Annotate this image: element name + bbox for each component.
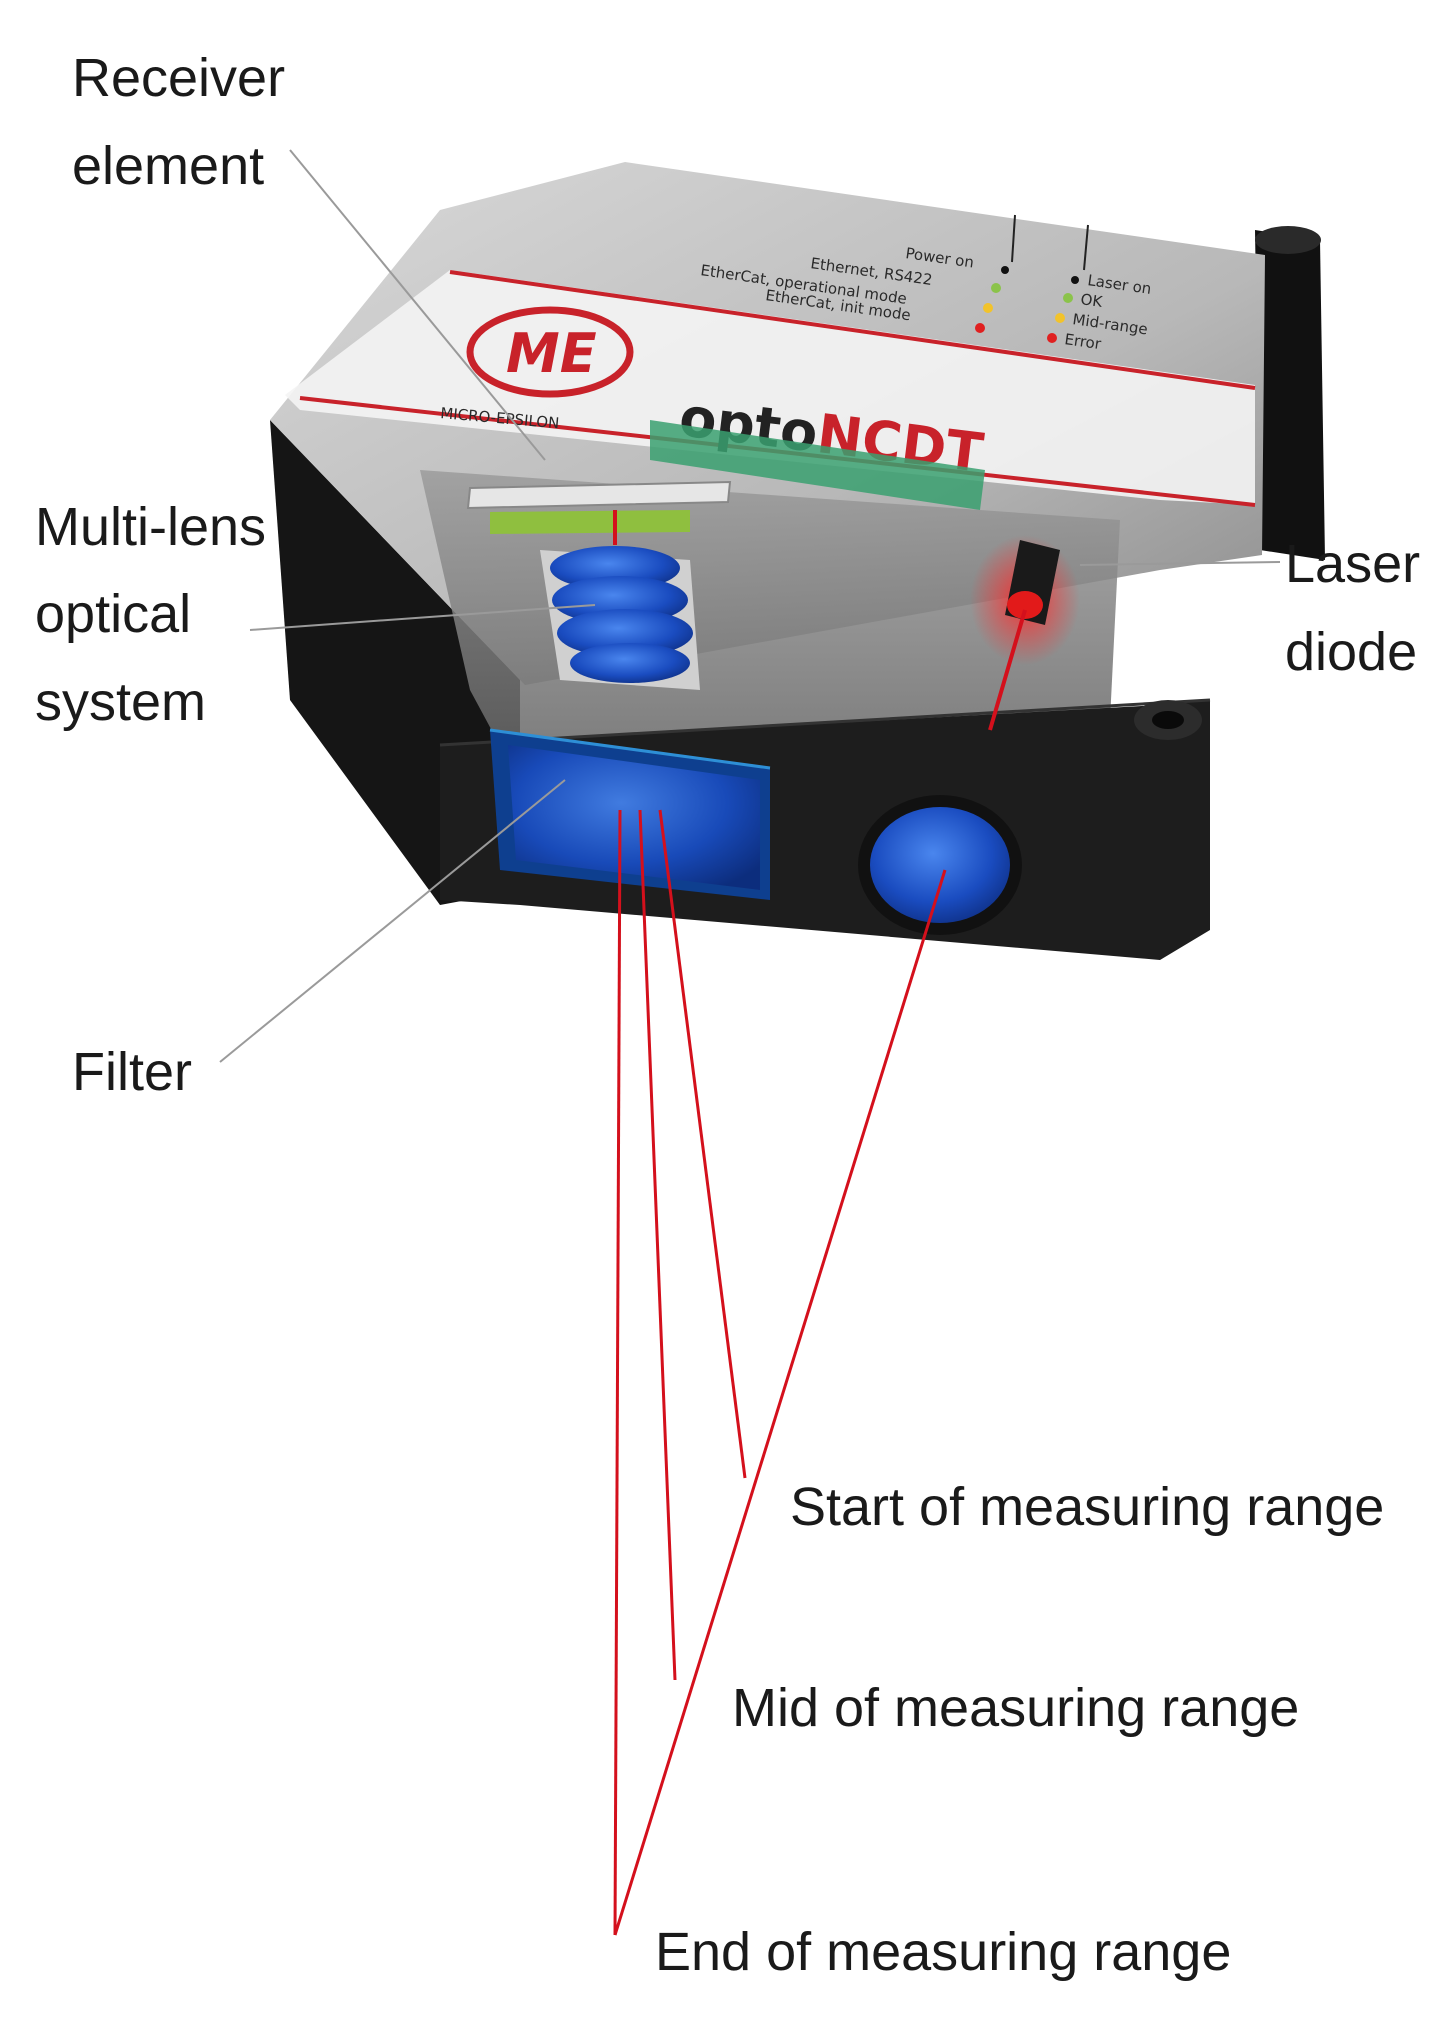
transmitter-lens bbox=[858, 795, 1022, 935]
label-start-range: Start of measuring range bbox=[790, 1477, 1384, 1537]
reflected-beam-mid bbox=[638, 809, 677, 1681]
label-receiver-line1: Receiver bbox=[72, 48, 285, 108]
led-right-label-2: OK bbox=[1079, 290, 1104, 311]
multi-lens-system bbox=[540, 546, 700, 690]
label-lens-line2: optical bbox=[35, 584, 191, 644]
led-operational-indicator bbox=[983, 303, 993, 313]
label-laser-line2: diode bbox=[1285, 622, 1417, 682]
receiver-pcb bbox=[650, 420, 985, 510]
leader-lines bbox=[219, 149, 1281, 1063]
receiver-leader-line bbox=[289, 149, 546, 461]
led-ok-indicator bbox=[1063, 293, 1073, 303]
led-ethernet-indicator bbox=[991, 283, 1001, 293]
label-lens-line1: Multi-lens bbox=[35, 497, 266, 557]
label-end-range: End of measuring range bbox=[655, 1922, 1231, 1982]
reflected-beam-end bbox=[613, 809, 622, 1936]
label-mid-range: Mid of measuring range bbox=[732, 1678, 1299, 1738]
led-power-indicator bbox=[1001, 266, 1009, 274]
label-lens-line3: system bbox=[35, 672, 206, 732]
led-right-label-4: Error bbox=[1063, 330, 1103, 353]
label-laser-line1: Laser bbox=[1285, 534, 1420, 594]
label-receiver-line2: element bbox=[72, 136, 264, 196]
laser-diode bbox=[970, 535, 1080, 731]
led-error-indicator bbox=[1047, 333, 1057, 343]
callout-labels: Receiver element Multi-lens optical syst… bbox=[35, 48, 1420, 1982]
laser-beams bbox=[613, 809, 947, 1936]
reflected-beam-start bbox=[658, 809, 747, 1479]
filter-leader-line bbox=[219, 779, 566, 1063]
led-init-indicator bbox=[975, 323, 985, 333]
receiver-element bbox=[466, 480, 732, 545]
label-filter: Filter bbox=[72, 1042, 192, 1102]
laser-emitted-beam bbox=[613, 869, 947, 1936]
led-laser-indicator bbox=[1071, 276, 1079, 284]
filter-window bbox=[489, 728, 771, 900]
led-midrange-indicator bbox=[1055, 313, 1065, 323]
brand-logo-text: ME bbox=[506, 322, 597, 385]
laser-leader-line bbox=[1079, 561, 1281, 566]
lens-leader-line bbox=[249, 604, 596, 631]
